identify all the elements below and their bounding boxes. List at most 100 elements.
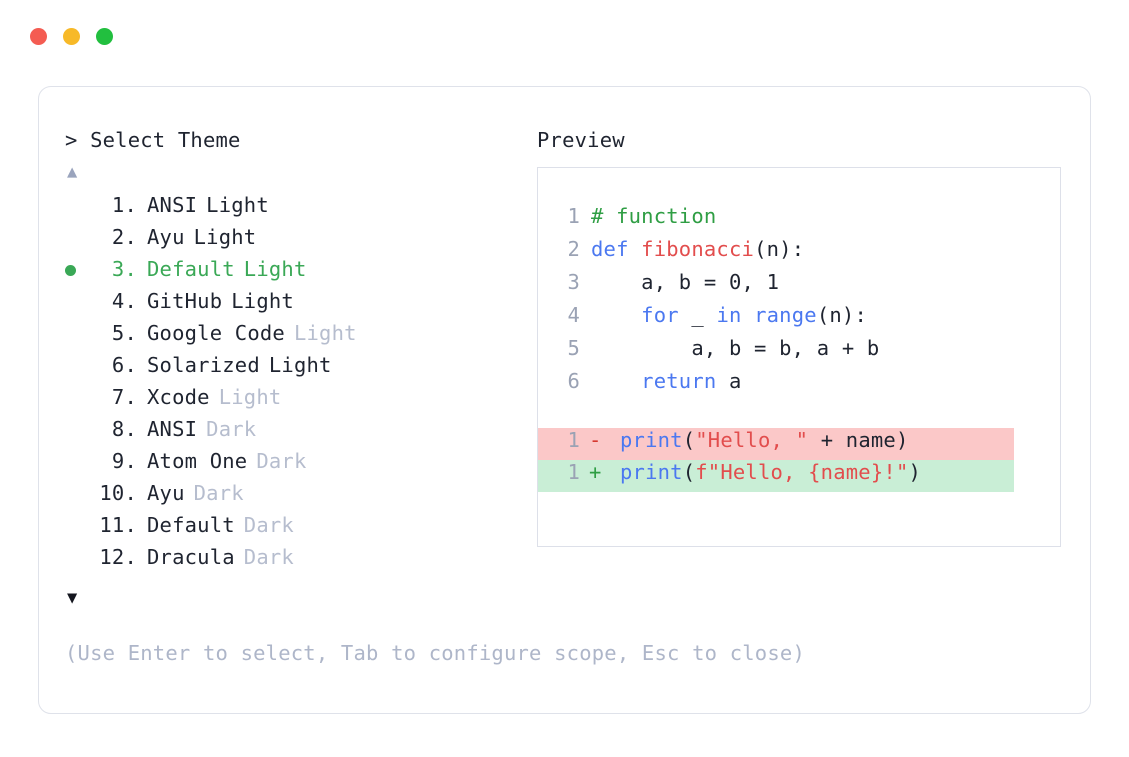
theme-list-item[interactable]: 11. Default Dark	[65, 509, 535, 541]
diff-line-text: print("Hello, " + name)	[609, 428, 909, 452]
code-token: for	[641, 303, 679, 327]
theme-item-name: Solarized	[147, 353, 260, 377]
theme-item-name: Google Code	[147, 321, 285, 345]
code-token	[591, 303, 641, 327]
theme-item-name: ANSI	[147, 417, 198, 441]
prompt-caret-icon: >	[65, 128, 78, 152]
theme-list-item[interactable]: 10. Ayu Dark	[65, 477, 535, 509]
code-token: (n):	[754, 237, 805, 261]
theme-item-number: 10.	[99, 481, 137, 505]
code-token: range	[754, 303, 817, 327]
code-line: 6 return a	[556, 369, 1060, 402]
diff-line-number: 1	[567, 428, 580, 452]
selected-indicator-dot	[65, 257, 91, 281]
theme-list-item[interactable]: 8. ANSI Dark	[65, 413, 535, 445]
minimize-window-button[interactable]	[63, 28, 80, 45]
theme-list-item[interactable]: 12. Dracula Dark	[65, 541, 535, 573]
theme-item-variant: Dark	[193, 481, 244, 505]
prompt-label: Select Theme	[90, 128, 241, 152]
code-token: (n):	[816, 303, 867, 327]
diff-spacer	[556, 402, 1060, 428]
diff-plus-sign: +	[589, 460, 602, 484]
code-token: (	[682, 428, 696, 452]
theme-item-name: Ayu	[147, 225, 185, 249]
theme-item-number: 1.	[111, 193, 137, 217]
code-token: return	[641, 369, 717, 393]
code-token: + name)	[808, 428, 909, 452]
code-line: 3 a, b = 0, 1	[556, 270, 1060, 303]
theme-item-name: Dracula	[147, 545, 235, 569]
theme-item-number: 8.	[111, 417, 137, 441]
theme-item-number: 11.	[99, 513, 137, 537]
theme-item-name: GitHub	[147, 289, 223, 313]
scroll-down-icon[interactable]: ▼	[67, 588, 78, 608]
code-token: _	[678, 303, 717, 327]
theme-item-variant: Light	[218, 385, 282, 409]
selected-dot-icon	[65, 264, 76, 276]
theme-item-variant: Dark	[206, 417, 257, 441]
code-token: )	[908, 460, 922, 484]
code-line: 5 a, b = b, a + b	[556, 336, 1060, 369]
theme-item-number: 12.	[99, 545, 137, 569]
code-token	[742, 303, 755, 327]
code-token: f"Hello, {name}!"	[695, 460, 909, 484]
code-token: a, b = 0, 1	[591, 270, 780, 294]
scroll-up-icon[interactable]: ▲	[67, 162, 78, 182]
preview-title: Preview	[537, 128, 625, 152]
code-line-text: a, b = 0, 1	[580, 270, 779, 294]
window-controls	[30, 28, 113, 45]
theme-list-item[interactable]: 4. GitHub Light	[65, 285, 535, 317]
line-number: 6	[567, 369, 580, 393]
diff-removed-line: 1-print("Hello, " + name)	[538, 428, 1014, 460]
theme-item-name: Default	[147, 257, 235, 281]
theme-item-name: Ayu	[147, 481, 185, 505]
prompt-header: > Select Theme	[65, 127, 535, 153]
theme-item-number: 2.	[111, 225, 137, 249]
theme-item-variant: Light	[231, 289, 294, 313]
line-number: 1	[567, 204, 580, 228]
theme-item-number: 5.	[111, 321, 137, 345]
maximize-window-button[interactable]	[96, 28, 113, 45]
theme-item-name: Default	[147, 513, 235, 537]
code-token: print	[620, 460, 683, 484]
keyboard-hint: (Use Enter to select, Tab to configure s…	[65, 641, 805, 665]
code-line: 4 for _ in range(n):	[556, 303, 1060, 336]
theme-item-variant: Dark	[243, 545, 294, 569]
theme-item-variant: Dark	[243, 513, 294, 537]
line-number: 4	[567, 303, 580, 327]
code-line: 1# function	[556, 204, 1060, 237]
theme-item-name: Atom One	[147, 449, 248, 473]
code-line-text: for _ in range(n):	[580, 303, 867, 327]
code-token: "Hello, "	[695, 428, 809, 452]
theme-item-number: 4.	[111, 289, 137, 313]
code-token: (	[682, 460, 696, 484]
theme-item-variant: Dark	[256, 449, 307, 473]
code-token: fibonacci	[641, 237, 755, 261]
diff-minus-sign: -	[589, 428, 602, 452]
line-number: 2	[567, 237, 580, 261]
code-line-text: return a	[580, 369, 742, 393]
diff-line-text: print(f"Hello, {name}!")	[609, 460, 921, 484]
theme-item-number: 7.	[111, 385, 137, 409]
theme-item-number: 6.	[111, 353, 137, 377]
diff-line-number: 1	[567, 460, 580, 484]
diff-block: 1-print("Hello, " + name)1+print(f"Hello…	[538, 428, 1060, 492]
code-token: a, b = b, a + b	[591, 336, 880, 360]
line-number: 5	[567, 336, 580, 360]
close-window-button[interactable]	[30, 28, 47, 45]
code-token: print	[620, 428, 683, 452]
theme-item-variant: Light	[206, 193, 269, 217]
code-token: in	[716, 303, 742, 327]
